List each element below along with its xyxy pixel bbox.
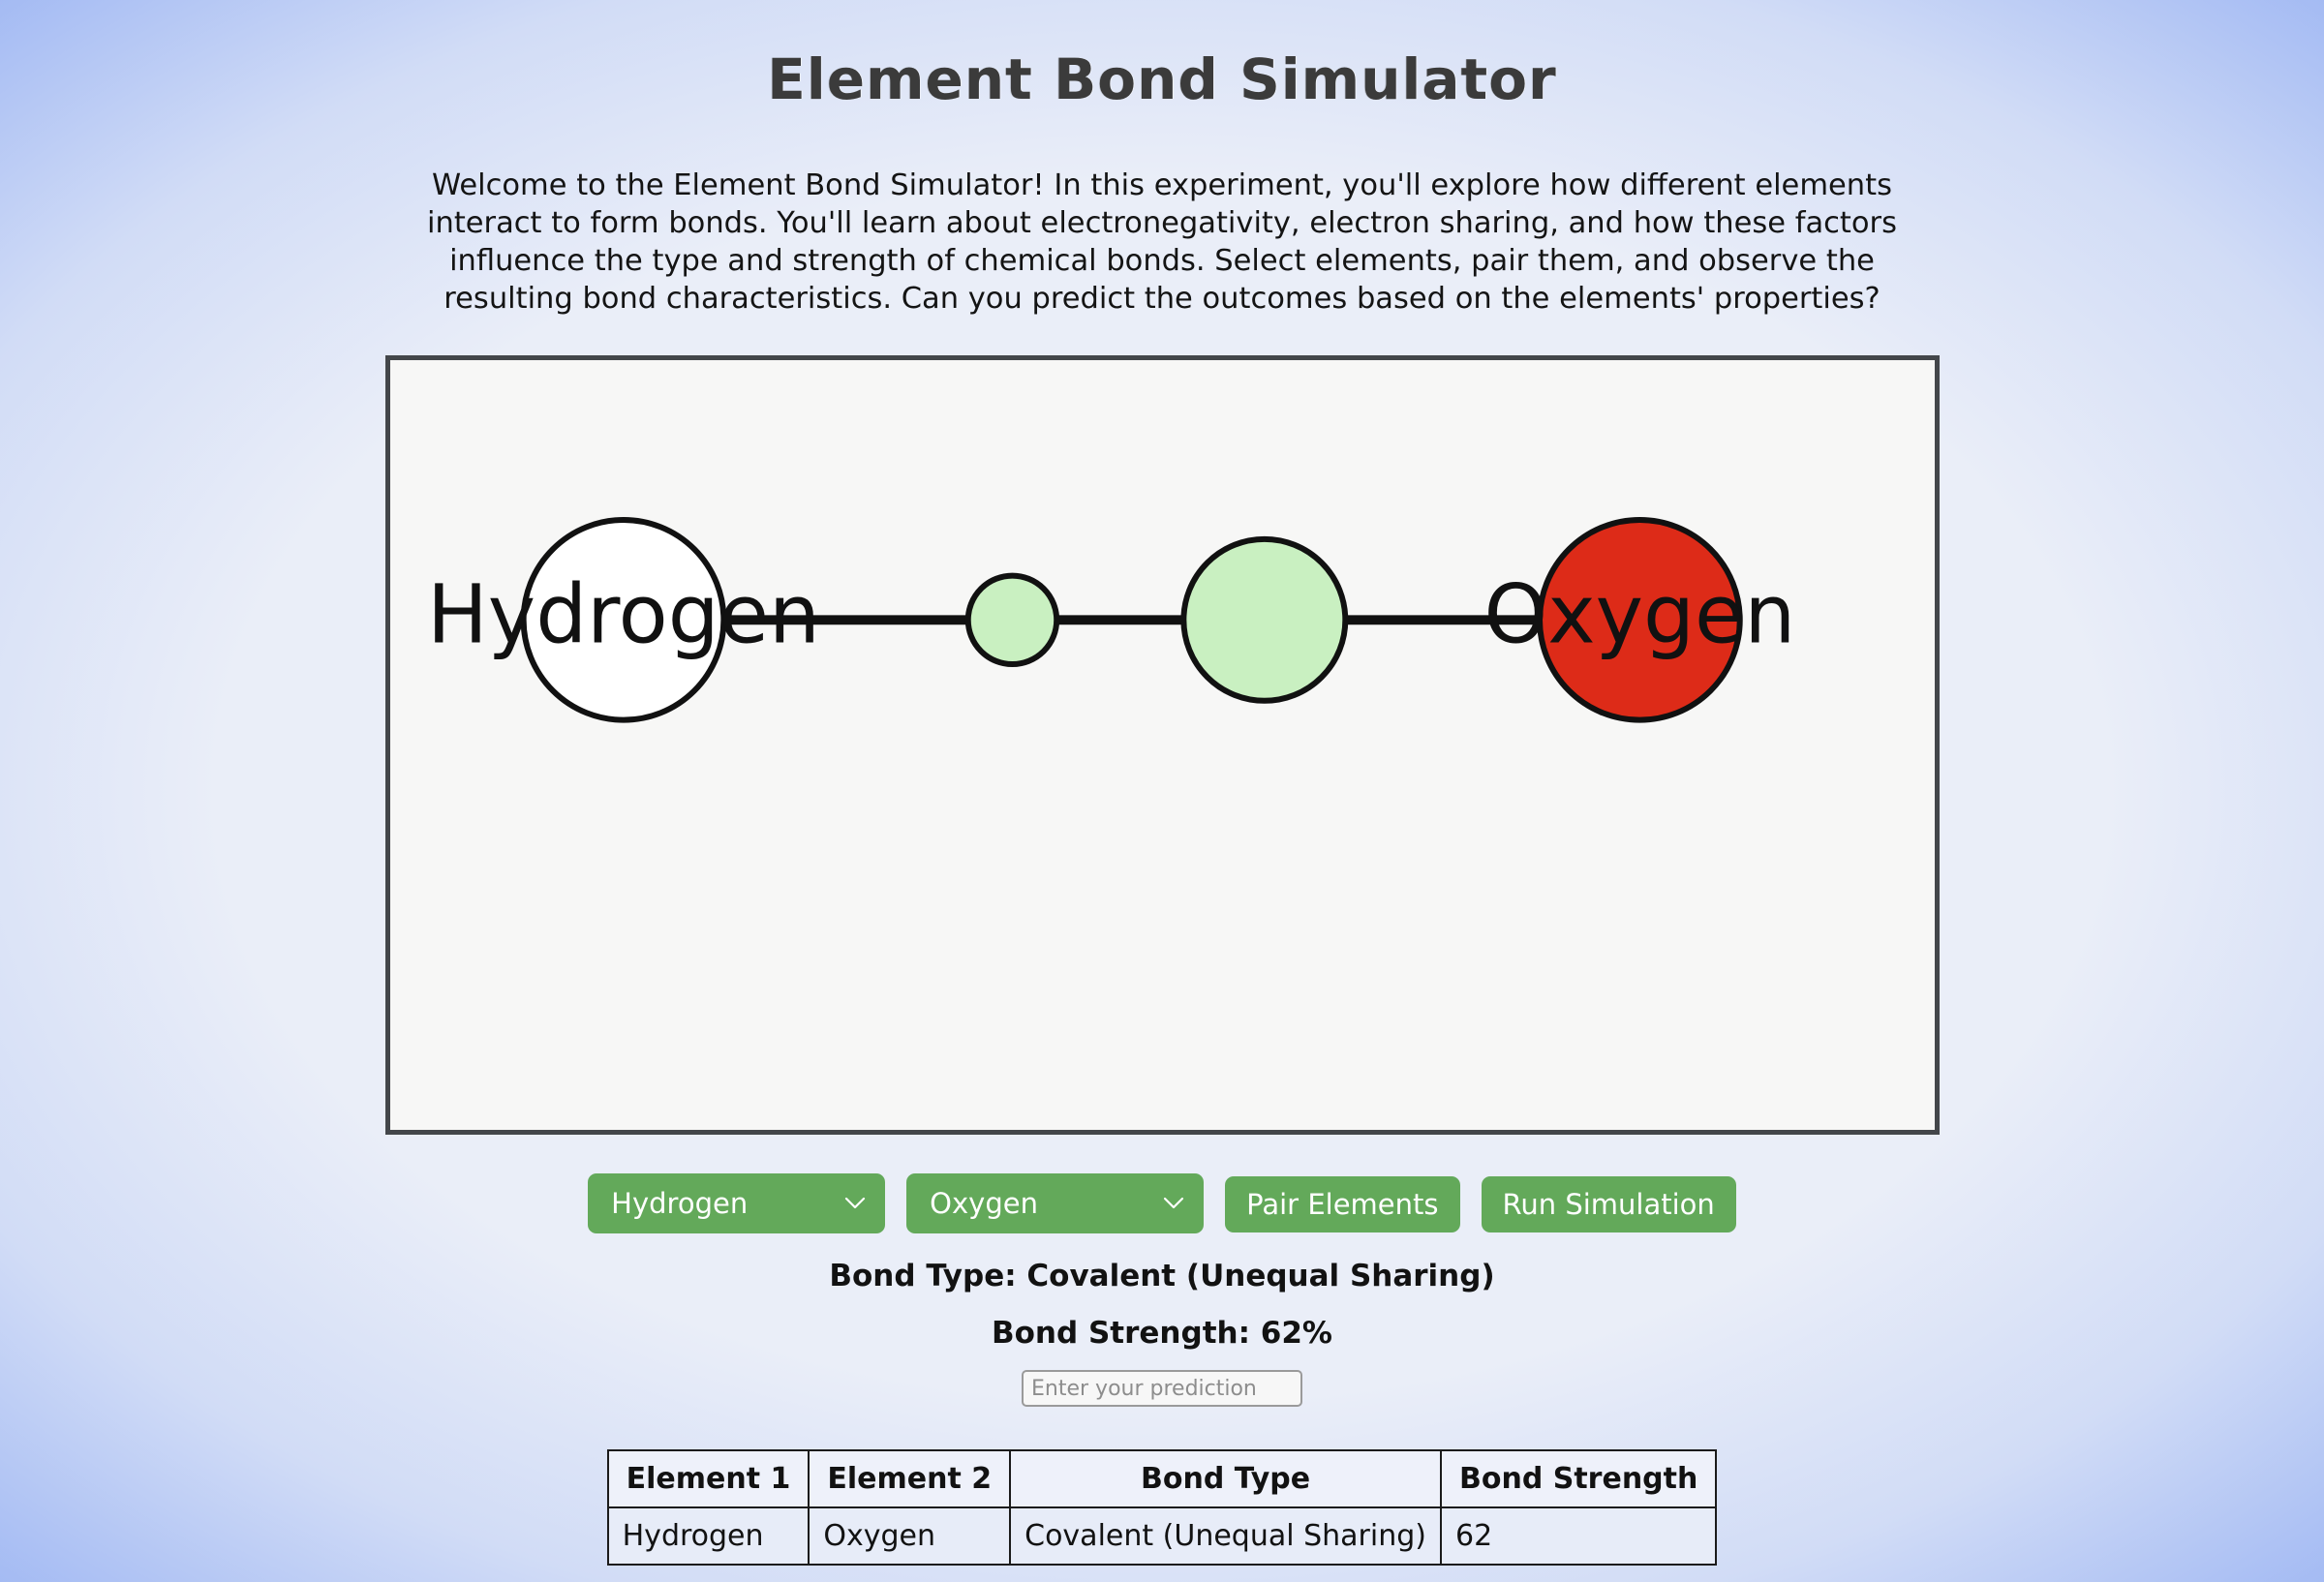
table-header-cell: Bond Strength	[1439, 1449, 1718, 1508]
simulation-canvas[interactable]: Hydrogen Oxygen	[385, 355, 1940, 1135]
prediction-row	[0, 1370, 2324, 1407]
element-label: Hydrogen	[427, 567, 820, 661]
table-header-cell: Element 1	[606, 1449, 810, 1508]
table-cell: Hydrogen	[606, 1506, 810, 1566]
electron-circle[interactable]	[1180, 535, 1349, 704]
bond-strength-status: Bond Strength: 62%	[992, 1316, 1332, 1351]
element1-select[interactable]: HydrogenOxygenCarbonNitrogenSodiumChlori…	[588, 1173, 886, 1233]
bond-type-status: Bond Type: Covalent (Unequal Sharing)	[829, 1259, 1495, 1293]
pair-elements-button[interactable]: Pair Elements	[1225, 1176, 1460, 1232]
page-title: Element Bond Simulator	[767, 46, 1557, 112]
run-simulation-button[interactable]: Run Simulation	[1481, 1176, 1736, 1232]
table-cell: Covalent (Unequal Sharing)	[1009, 1506, 1442, 1566]
element2-select[interactable]: HydrogenOxygenCarbonNitrogenSodiumChlori…	[906, 1173, 1205, 1233]
table-header-cell: Bond Type	[1009, 1449, 1442, 1508]
page-description: Welcome to the Element Bond Simulator! I…	[427, 168, 1897, 316]
table-cell: Oxygen	[808, 1506, 1012, 1566]
controls-row: HydrogenOxygenCarbonNitrogenSodiumChlori…	[0, 1173, 2324, 1233]
electron-circle[interactable]	[964, 572, 1060, 668]
molecule-diagram: Hydrogen Oxygen	[427, 516, 1796, 723]
prediction-input[interactable]	[1022, 1370, 1302, 1407]
table-cell: 62	[1439, 1506, 1718, 1566]
element2-select-wrapper: HydrogenOxygenCarbonNitrogenSodiumChlori…	[906, 1173, 1205, 1233]
element-label: Oxygen	[1484, 567, 1796, 661]
table-header-cell: Element 2	[808, 1449, 1012, 1508]
element1-select-wrapper: HydrogenOxygenCarbonNitrogenSodiumChlori…	[588, 1173, 886, 1233]
